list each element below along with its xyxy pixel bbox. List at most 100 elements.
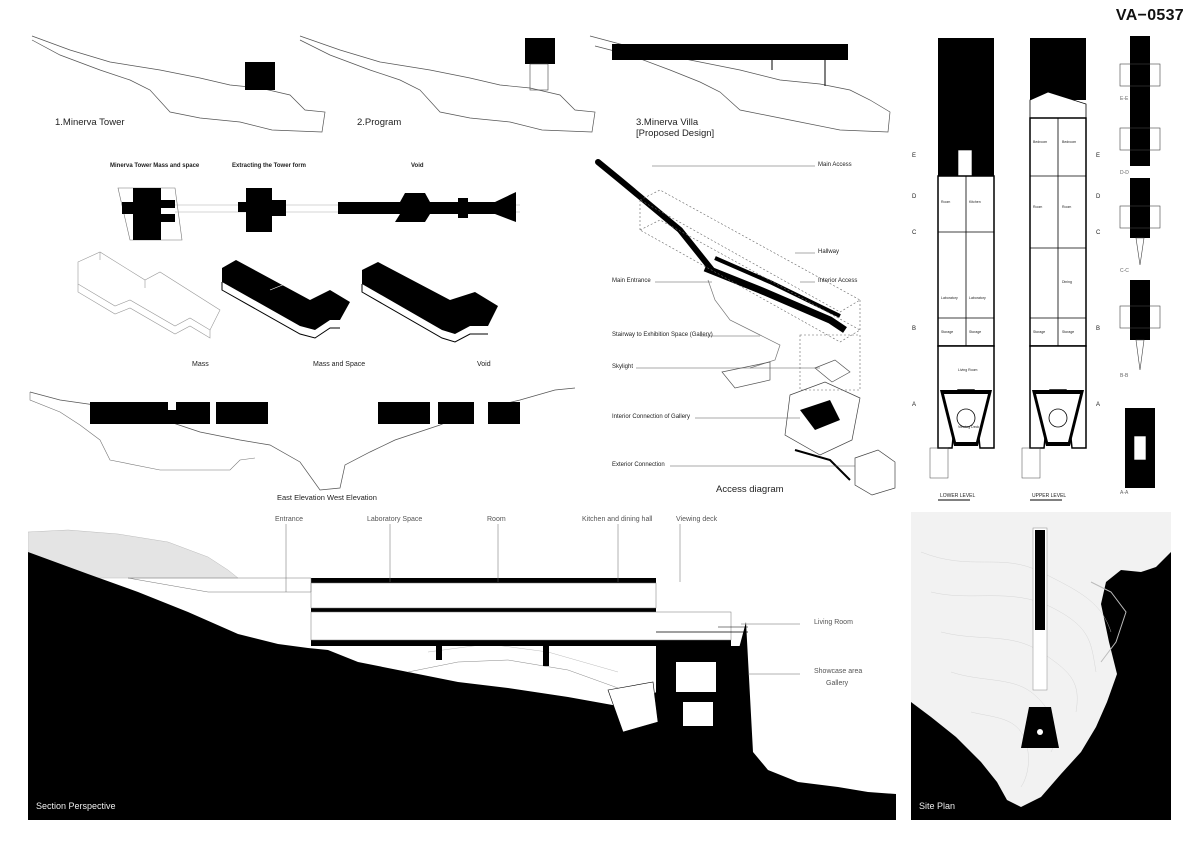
hallway-bar [703,264,847,333]
section-label-e: E-E [1120,96,1129,102]
lower-room-viewing: Viewing Deck [958,425,980,429]
lower-room-living: Living Room [958,368,978,372]
section-e [1130,36,1150,106]
lower-level-label: LOWER LEVEL [940,493,976,499]
section-entrance-label: Entrance [275,516,304,523]
lower-room-lab-2: Laboratory [969,296,986,300]
tower-mass-2 [525,38,555,64]
step-3-caption: 3.Minerva Villa [636,117,699,128]
tower-mass-1 [245,62,275,90]
upper-room-storage-2: Storage [1062,330,1075,334]
stairway-path [707,279,781,369]
plan-marker-b: B [912,326,917,332]
plan-marker-c: C [912,230,917,236]
sheet-id: VA−0537 [1115,7,1184,24]
step-1-caption: 1.Minerva Tower [55,117,125,128]
section-showcase-label: Showcase area [814,668,863,675]
skylight-shape [814,359,851,383]
access-stairway: Stairway to Exhibition Space (Gallery) [612,332,713,338]
access-interior-access: Interior Access [818,278,858,284]
upper-level-label: UPPER LEVEL [1032,493,1067,499]
mass-space-title: Minerva Tower Mass and space [110,163,200,169]
section-perspective-panel: Entrance Laboratory Space Room Kitchen a… [28,512,896,820]
west-elevation-label: West Elevation [327,493,377,502]
plan-marker-d: D [912,194,917,200]
void-label: Void [477,361,491,368]
section-label-b: B-B [1120,373,1129,379]
access-diagram-title: Access diagram [716,484,784,495]
mass-label: Mass [192,361,209,368]
upper-room-room-1: Room [1033,205,1043,209]
access-exterior-connection: Exterior Connection [612,462,665,468]
site-plan-panel: Site Plan [911,512,1171,820]
section-lab-label: Laboratory Space [367,516,423,523]
step-2-caption: 2.Program [357,117,402,128]
void-title: Void [411,163,424,169]
section-label-c: C-C [1120,268,1129,274]
section-kitchen-label: Kitchen and dining hall [582,516,653,523]
main-access-path [595,159,715,273]
section-viewing-label: Viewing deck [676,516,718,523]
mid-slab [311,608,656,612]
site-plan-caption: Site Plan [919,801,956,811]
terrain-step-1 [31,35,326,133]
step-3-subcaption: [Proposed Design] [636,128,715,139]
section-gallery-label: Gallery [826,680,849,687]
plan-marker-a-right: A [1096,402,1101,408]
upper-room-bedroom-2: Bedroom [1062,140,1077,144]
plan-marker-c-right: C [1096,230,1101,236]
upper-room-dining: Dining [1062,280,1072,284]
plan-marker-e-right: E [1096,153,1101,159]
upper-plan-tower [1030,38,1086,100]
roof-slab [311,578,656,583]
void-iso [362,262,498,334]
access-main-entrance: Main Entrance [612,278,651,284]
site-building-head [1021,707,1059,748]
section-label-d: D-D [1120,170,1129,176]
section-b [1130,280,1150,340]
site-plan-drawing [911,512,1171,807]
upper-room-bedroom-1: Bedroom [1033,140,1048,144]
section-label-a: A-A [1120,490,1129,496]
tower-mass-form [133,188,161,240]
gallery-block [784,381,861,456]
section-perspective-caption: Section Perspective [36,801,116,811]
lower-room-kitchen: Kitchen [969,200,981,204]
west-elevation-bar [378,402,520,424]
lower-room-room: Room [941,200,951,204]
mass-space-iso [222,260,350,330]
mass-space-label: Mass and Space [313,361,366,368]
plan-marker-d-right: D [1096,194,1101,200]
terrain-step-3 [589,35,891,133]
access-interior-connection: Interior Connection of Gallery [612,414,691,420]
east-elevation-label: East Elevation [277,493,325,502]
section-room-label: Room [487,516,506,523]
section-ground [28,552,896,820]
villa-bar-3 [612,44,848,60]
upper-room-storage-1: Storage [1033,330,1046,334]
lower-room-storage-1: Storage [941,330,954,334]
access-main-access: Main Access [818,162,852,168]
floor-slab [311,640,731,646]
plan-marker-b-right: B [1096,326,1101,332]
plan-marker-a: A [912,402,917,408]
lower-room-lab-1: Laboratory [941,296,958,300]
extract-title: Extracting the Tower form [232,163,306,169]
section-d [1130,106,1150,166]
lower-room-storage-2: Storage [969,330,982,334]
section-c [1130,178,1150,238]
terrain-step-2 [299,35,596,133]
void-form [338,192,516,222]
section-living-label: Living Room [814,619,853,626]
east-elevation-bar [90,402,268,424]
site-trail [1090,581,1127,663]
extracted-tower-form [246,188,272,232]
plan-marker-e: E [912,153,917,159]
program-block-2 [529,63,549,91]
exterior-connection-block [854,449,896,496]
section-drawing [28,524,896,820]
mass-iso [77,251,221,331]
access-hallway: Hallway [818,249,840,255]
upper-room-room-2: Room [1062,205,1072,209]
